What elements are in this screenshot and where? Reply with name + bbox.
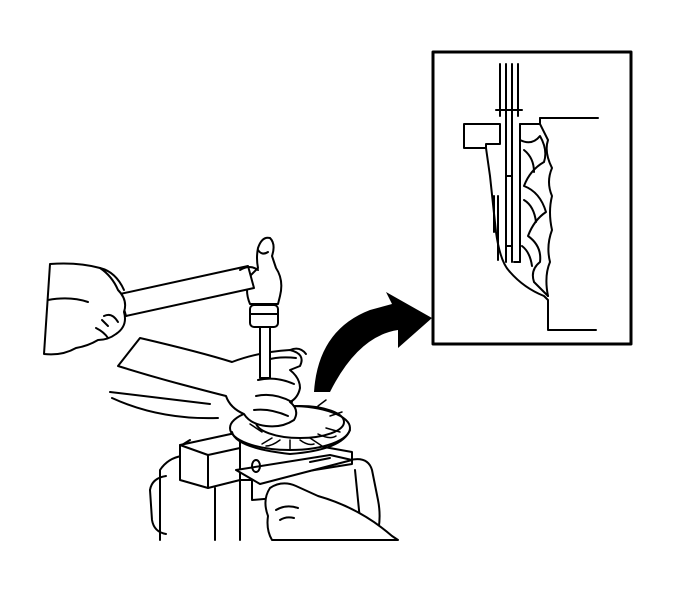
hammer	[119, 265, 259, 317]
detail-inset	[431, 50, 633, 346]
punch-tool	[246, 236, 283, 379]
left-forearm	[109, 391, 219, 420]
hammer-hand	[43, 262, 127, 356]
main-view	[43, 236, 432, 541]
inset-section	[463, 117, 599, 331]
punch-hand	[117, 337, 307, 428]
inset-punch	[495, 63, 523, 263]
vise	[149, 431, 381, 541]
lower-hand	[264, 482, 399, 541]
callout-arrow	[314, 292, 432, 392]
